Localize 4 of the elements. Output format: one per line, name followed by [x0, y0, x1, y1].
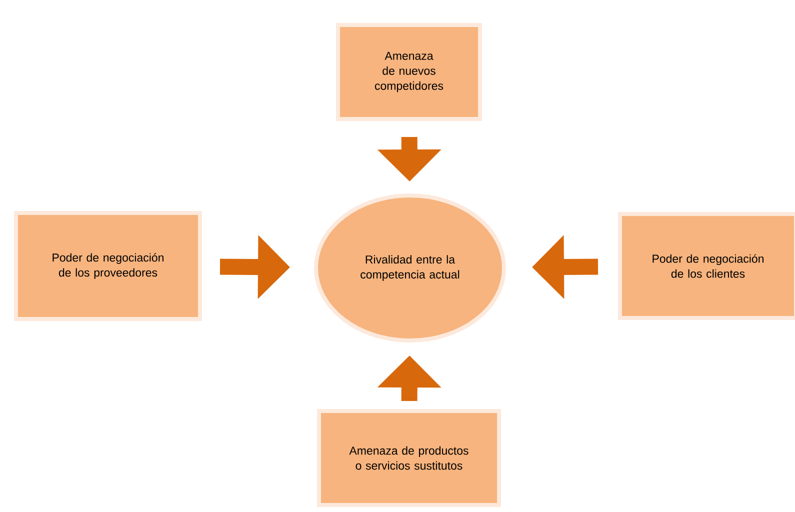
- force-box: Amenaza de nuevos competidores: [336, 23, 482, 121]
- force-box: Amenaza de productos o servicios sustitutos: [317, 409, 501, 507]
- force-box: Poder de negociación de los clientes: [618, 212, 795, 320]
- force-box: Poder de negociación de los proveedores: [14, 211, 202, 321]
